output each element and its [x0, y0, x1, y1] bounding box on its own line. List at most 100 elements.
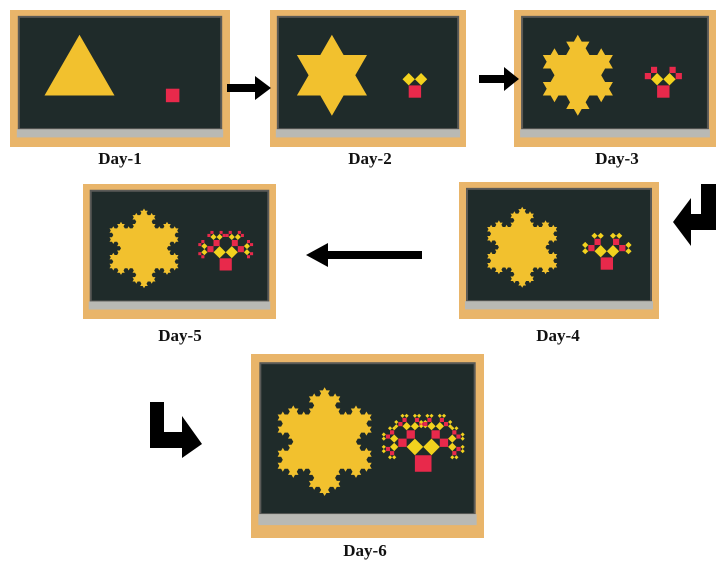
pythagoras-tree-square: [454, 426, 459, 431]
pythagoras-tree-square: [201, 243, 208, 250]
pythagoras-tree-square: [437, 413, 442, 418]
board-photo-day-5: [83, 184, 276, 319]
pythagoras-tree-square: [414, 455, 432, 472]
pythagoras-tree-square: [448, 434, 457, 443]
board-photo-day-3: [514, 10, 716, 147]
pythagoras-tree-square: [644, 73, 651, 80]
pythagoras-tree-square: [207, 233, 211, 237]
pythagoras-tree-square: [210, 230, 214, 234]
pythagoras-tree-square: [402, 417, 407, 422]
board-frame: [258, 514, 477, 526]
board-drawing: [520, 15, 710, 138]
pythagoras-tree-square: [450, 426, 455, 431]
pythagoras-tree-square: [240, 233, 244, 237]
koch-snowflake-shape: [277, 387, 372, 496]
pythagoras-tree-square: [600, 257, 613, 270]
pythagoras-tree-square: [390, 442, 399, 452]
pythagoras-tree-square: [412, 413, 417, 418]
board-frame: [88, 301, 271, 310]
pythagoras-tree-square: [243, 243, 250, 250]
pythagoras-tree-square: [402, 422, 411, 431]
pythagoras-tree-square: [625, 248, 632, 255]
pythagoras-tree-square: [225, 233, 229, 237]
pythagoras-tree-square: [419, 420, 424, 425]
pythagoras-tree-square: [663, 73, 676, 86]
pythagoras-tree-square: [201, 249, 208, 256]
pythagoras-tree-square: [435, 422, 444, 431]
pythagoras-tree-square: [207, 246, 214, 253]
pythagoras-tree-square: [441, 413, 447, 418]
pythagoras-tree-square: [616, 232, 623, 239]
pythagoras-tree-square: [439, 417, 444, 422]
board-drawing: [465, 187, 653, 310]
pythagoras-tree-square: [423, 422, 428, 427]
pythagoras-tree-square: [414, 73, 428, 86]
pythagoras-tree-square: [406, 430, 415, 439]
board-frame: [275, 129, 461, 138]
pythagoras-tree-square: [414, 417, 420, 422]
pythagoras-tree-square: [210, 233, 217, 240]
koch-snowflake-shape: [109, 208, 179, 289]
caption-day-6: Day-6: [343, 541, 387, 560]
pythagoras-tree-square: [219, 258, 232, 271]
pythagoras-tree-square: [394, 424, 399, 429]
pythagoras-tree-square: [613, 238, 620, 245]
pythagoras-tree-square: [427, 417, 432, 422]
pythagoras-tree-square: [448, 442, 457, 452]
caption-day-2: Day-2: [348, 149, 392, 168]
pythagoras-tree-square: [198, 252, 202, 256]
bent-arrow-icon: [150, 402, 202, 458]
pythagoras-tree-square: [250, 243, 254, 247]
board-drawing: [258, 362, 477, 526]
pythagoras-tree-square: [606, 245, 620, 258]
board-drawing: [275, 15, 461, 138]
blackboard: [276, 15, 460, 131]
pythagoras-tree-square: [419, 424, 424, 429]
pythagoras-tree-square: [591, 232, 598, 239]
pythagoras-tree-square: [460, 436, 465, 441]
pythagoras-tree-square: [597, 232, 604, 239]
pythagoras-tree-square: [588, 245, 595, 252]
board-drawing: [88, 189, 271, 310]
pythagoras-tree-square: [609, 232, 617, 239]
pythagoras-tree-square: [222, 233, 226, 237]
caption-day-3: Day-3: [595, 149, 639, 168]
pythagoras-tree-square: [454, 455, 459, 460]
pythagoras-tree-square: [385, 434, 390, 439]
pythagoras-tree-square: [247, 255, 250, 259]
pythagoras-tree-square: [651, 73, 664, 86]
board-photo-day-2: [270, 10, 466, 147]
pythagoras-tree-square: [381, 436, 386, 441]
pythagoras-tree-square: [657, 85, 670, 98]
board-drawing: [16, 15, 224, 138]
bent-arrow-icon: [673, 184, 716, 246]
pythagoras-tree-square: [388, 426, 393, 431]
pythagoras-tree-square: [456, 434, 461, 439]
left-arrow-icon: [306, 243, 422, 267]
pythagoras-tree-square: [404, 413, 409, 418]
pythagoras-tree-square: [165, 88, 180, 103]
pythagoras-tree-square: [408, 85, 422, 98]
koch-snowflake-shape: [296, 34, 367, 116]
pythagoras-tree-square: [247, 240, 250, 244]
pythagoras-tree-square: [381, 432, 386, 437]
pythagoras-tree-square: [392, 426, 397, 431]
right-arrow-icon: [227, 76, 271, 100]
pythagoras-tree-square: [594, 245, 607, 258]
pythagoras-tree-square: [460, 444, 465, 449]
pythagoras-tree-square: [651, 66, 658, 73]
pythagoras-tree-square: [385, 446, 390, 452]
pythagoras-tree-square: [213, 240, 220, 247]
pythagoras-tree-square: [582, 248, 589, 255]
board-frame: [465, 301, 653, 310]
pythagoras-tree-square: [400, 413, 405, 418]
pythagoras-tree-square: [237, 230, 241, 234]
pythagoras-tree-square: [460, 432, 465, 437]
pythagoras-tree-square: [429, 413, 434, 418]
pythagoras-tree-square: [460, 449, 465, 454]
pythagoras-tree-square: [394, 420, 399, 425]
board-photo-day-1: [10, 10, 230, 147]
pythagoras-tree-square: [201, 240, 205, 244]
pythagoras-tree-square: [431, 430, 440, 439]
pythagoras-tree-square: [231, 240, 238, 247]
